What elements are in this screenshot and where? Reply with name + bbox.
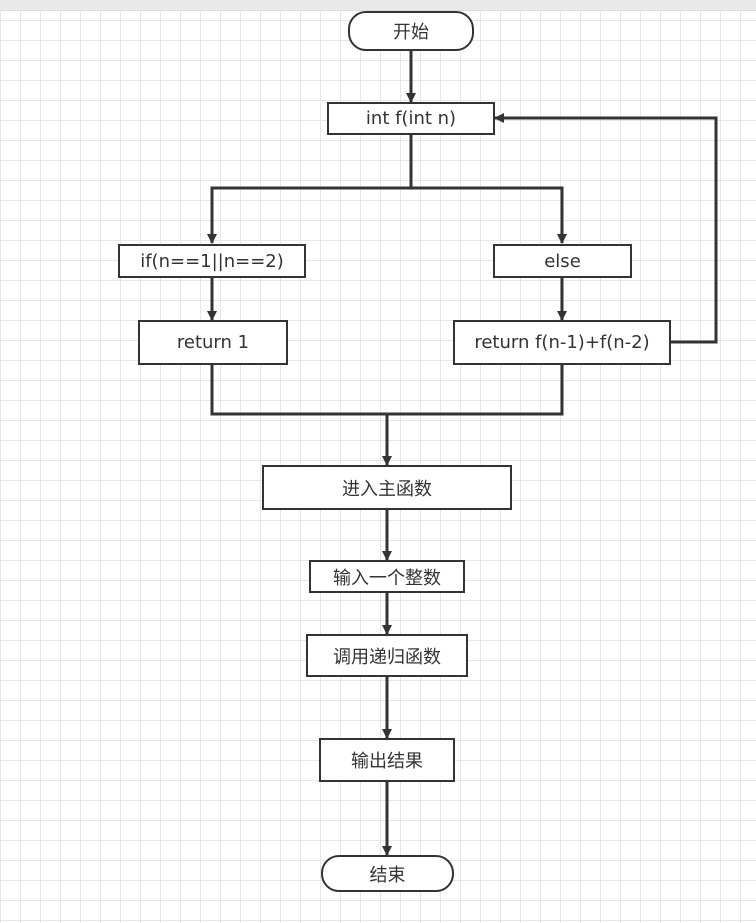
edge-ret1-merge [210,365,387,416]
end-node: 结束 [321,855,454,892]
top-bar [0,0,756,11]
call-recursion-node: 调用递归函数 [306,634,468,677]
start-node: 开始 [348,11,474,51]
return-recursive-node: return f(n-1)+f(n-2) [453,320,671,365]
edge-func-split [207,135,413,244]
edge-recursion-loop [494,113,718,344]
edge-split-else [411,186,567,244]
edge-retrec-merge [387,365,564,416]
output-result-node: 输出结果 [319,738,455,782]
function-node: int f(int n) [327,102,495,135]
enter-main-node: 进入主函数 [262,465,512,510]
input-integer-node: 输入一个整数 [309,560,465,593]
else-node: else [493,244,632,278]
if-condition-node: if(n==1||n==2) [118,244,306,278]
return-1-node: return 1 [138,320,288,365]
